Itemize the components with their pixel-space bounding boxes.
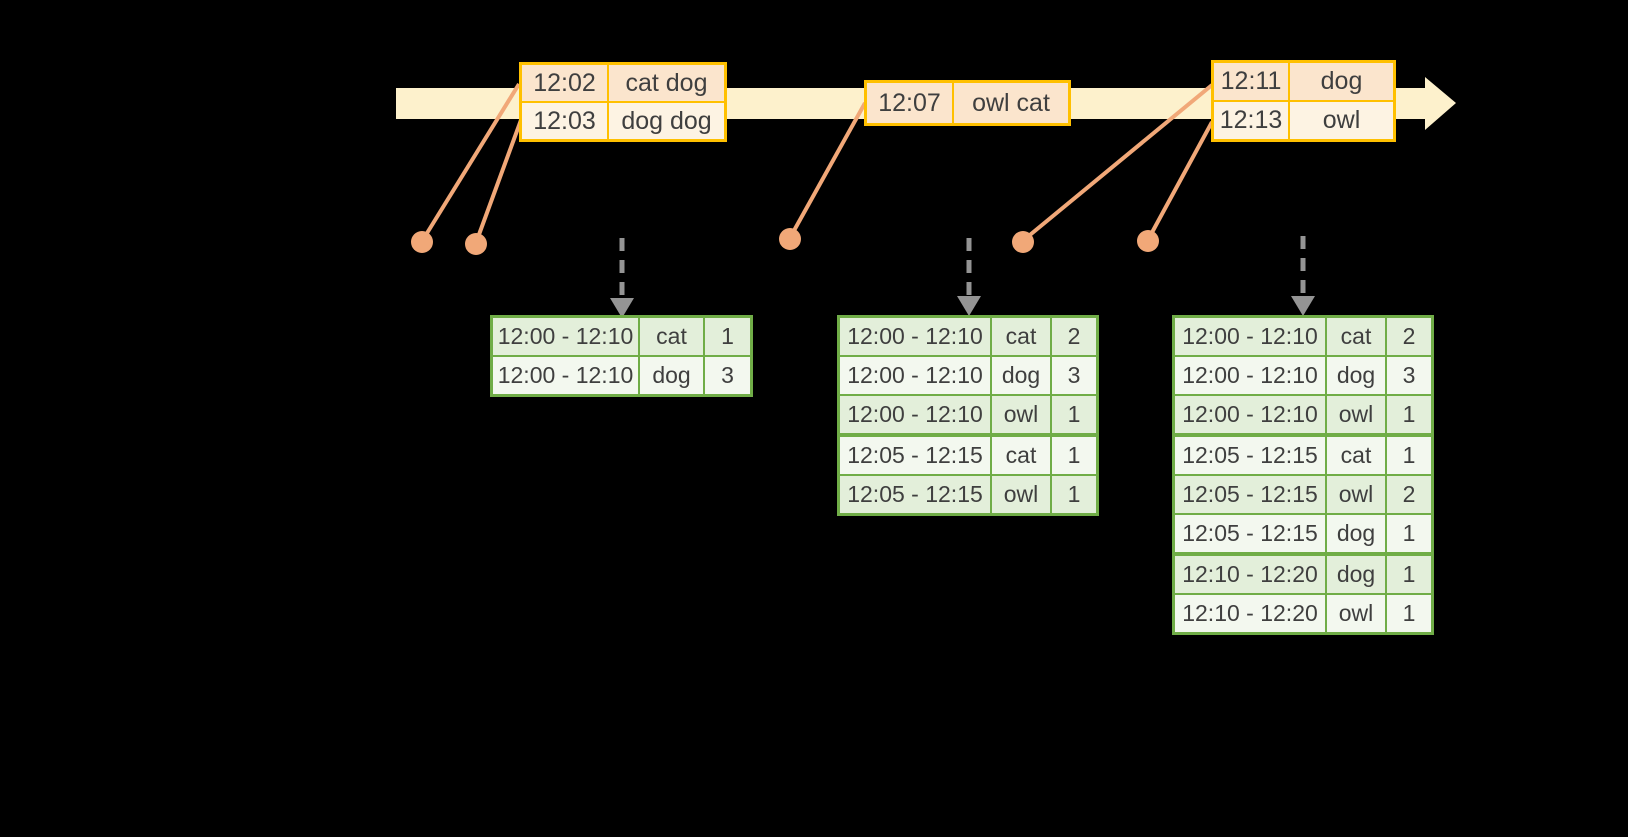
- window-cell: 12:05 - 12:15: [840, 437, 990, 474]
- count-cell: 1: [1052, 476, 1096, 513]
- count-cell: 1: [1387, 396, 1431, 433]
- window-cell: 12:00 - 12:10: [1175, 318, 1325, 355]
- word-cell: cat: [992, 437, 1050, 474]
- window-cell: 12:05 - 12:15: [1175, 437, 1325, 474]
- word-cell: owl: [1327, 595, 1385, 632]
- event-dot: [465, 233, 487, 255]
- connector-line: [1147, 121, 1214, 239]
- window-cell: 12:05 - 12:15: [840, 476, 990, 513]
- event-words: owl cat: [954, 83, 1068, 123]
- result-row: 12:00 - 12:10 dog 3: [840, 357, 1096, 394]
- event-table-1: 12:02 cat dog 12:03 dog dog: [519, 62, 727, 142]
- window-cell: 12:00 - 12:10: [1175, 396, 1325, 433]
- event-dot: [779, 228, 801, 250]
- event-table-3: 12:11 dog 12:13 owl: [1211, 60, 1396, 142]
- event-row: 12:02 cat dog: [522, 65, 724, 101]
- down-arrowhead-icon: [610, 298, 634, 318]
- word-cell: dog: [1327, 515, 1385, 552]
- result-row: 12:10 - 12:20 dog 1: [1175, 556, 1431, 593]
- result-table-2: 12:00 - 12:10 cat 2 12:00 - 12:10 dog 3 …: [837, 315, 1099, 516]
- window-cell: 12:00 - 12:10: [493, 318, 638, 355]
- event-time: 12:03: [522, 103, 607, 139]
- event-words: dog dog: [609, 103, 724, 139]
- event-row: 12:13 owl: [1214, 102, 1393, 139]
- event-row: 12:03 dog dog: [522, 103, 724, 139]
- result-table-1: 12:00 - 12:10 cat 1 12:00 - 12:10 dog 3: [490, 315, 753, 397]
- result-row: 12:05 - 12:15 cat 1: [1175, 437, 1431, 474]
- event-time: 12:07: [867, 83, 952, 123]
- result-table-3: 12:00 - 12:10 cat 2 12:00 - 12:10 dog 3 …: [1172, 315, 1434, 635]
- event-table-2: 12:07 owl cat: [864, 80, 1071, 126]
- window-cell: 12:00 - 12:10: [840, 318, 990, 355]
- window-cell: 12:00 - 12:10: [840, 357, 990, 394]
- window-cell: 12:10 - 12:20: [1175, 556, 1325, 593]
- word-cell: cat: [992, 318, 1050, 355]
- connector-line: [789, 102, 867, 237]
- window-cell: 12:10 - 12:20: [1175, 595, 1325, 632]
- word-cell: dog: [640, 357, 703, 394]
- word-cell: dog: [1327, 357, 1385, 394]
- window-cell: 12:00 - 12:10: [1175, 357, 1325, 394]
- result-row: 12:00 - 12:10 owl 1: [1175, 396, 1431, 433]
- down-arrowhead-icon: [1291, 296, 1315, 316]
- result-row: 12:05 - 12:15 dog 1: [1175, 515, 1431, 552]
- word-cell: cat: [1327, 318, 1385, 355]
- count-cell: 1: [705, 318, 750, 355]
- event-row: 12:11 dog: [1214, 63, 1393, 100]
- count-cell: 1: [1387, 515, 1431, 552]
- event-dot: [1137, 230, 1159, 252]
- event-time: 12:02: [522, 65, 607, 101]
- result-row: 12:10 - 12:20 owl 1: [1175, 595, 1431, 632]
- word-cell: owl: [992, 396, 1050, 433]
- connector-line: [475, 119, 523, 241]
- event-time: 12:11: [1214, 63, 1288, 100]
- word-cell: cat: [1327, 437, 1385, 474]
- count-cell: 3: [1052, 357, 1096, 394]
- event-words: cat dog: [609, 65, 724, 101]
- event-time: 12:13: [1214, 102, 1288, 139]
- event-words: dog: [1290, 63, 1393, 100]
- result-row: 12:00 - 12:10 dog 3: [1175, 357, 1431, 394]
- word-cell: dog: [1327, 556, 1385, 593]
- word-cell: owl: [1327, 396, 1385, 433]
- word-cell: owl: [992, 476, 1050, 513]
- event-row: 12:07 owl cat: [867, 83, 1068, 123]
- result-row: 12:05 - 12:15 owl 1: [840, 476, 1096, 513]
- count-cell: 2: [1387, 318, 1431, 355]
- result-row: 12:00 - 12:10 cat 2: [840, 318, 1096, 355]
- trigger-arrows: [610, 236, 1315, 318]
- result-row: 12:05 - 12:15 owl 2: [1175, 476, 1431, 513]
- count-cell: 1: [1387, 595, 1431, 632]
- word-cell: owl: [1327, 476, 1385, 513]
- count-cell: 2: [1387, 476, 1431, 513]
- count-cell: 2: [1052, 318, 1096, 355]
- connector-line: [1023, 83, 1214, 241]
- count-cell: 1: [1052, 396, 1096, 433]
- timeline-arrowhead-icon: [1425, 77, 1456, 130]
- result-row: 12:05 - 12:15 cat 1: [840, 437, 1096, 474]
- window-cell: 12:05 - 12:15: [1175, 515, 1325, 552]
- down-arrowhead-icon: [957, 296, 981, 316]
- result-row: 12:00 - 12:10 dog 3: [493, 357, 750, 394]
- event-words: owl: [1290, 102, 1393, 139]
- word-cell: dog: [992, 357, 1050, 394]
- count-cell: 1: [1052, 437, 1096, 474]
- count-cell: 3: [1387, 357, 1431, 394]
- window-cell: 12:05 - 12:15: [1175, 476, 1325, 513]
- result-row: 12:00 - 12:10 cat 2: [1175, 318, 1431, 355]
- window-cell: 12:00 - 12:10: [840, 396, 990, 433]
- event-dot: [411, 231, 433, 253]
- connector-line: [422, 82, 521, 240]
- count-cell: 3: [705, 357, 750, 394]
- window-cell: 12:00 - 12:10: [493, 357, 638, 394]
- count-cell: 1: [1387, 556, 1431, 593]
- word-cell: cat: [640, 318, 703, 355]
- event-dot: [1012, 231, 1034, 253]
- event-dots: [411, 228, 1159, 255]
- count-cell: 1: [1387, 437, 1431, 474]
- result-row: 12:00 - 12:10 cat 1: [493, 318, 750, 355]
- result-row: 12:00 - 12:10 owl 1: [840, 396, 1096, 433]
- event-connectors: [422, 82, 1214, 241]
